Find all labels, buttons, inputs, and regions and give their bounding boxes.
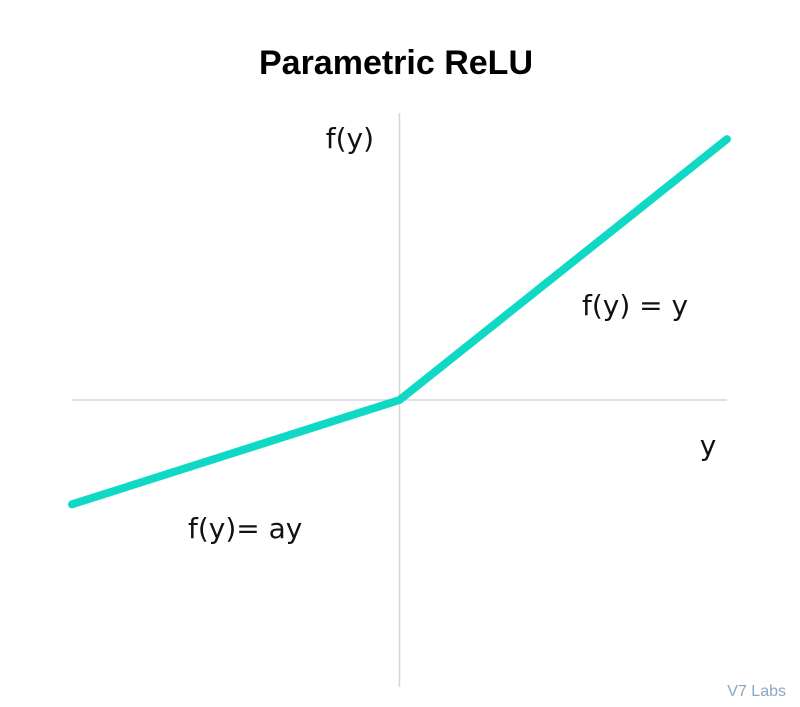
annotation-negative: f(y)= ay — [188, 512, 302, 545]
series-line — [68, 135, 731, 509]
annotation-positive: f(y) = y — [582, 289, 688, 322]
chart-title: Parametric ReLU — [259, 44, 533, 82]
y-axis-label: f(y) — [326, 122, 374, 155]
watermark: V7 Labs — [727, 683, 786, 700]
x-axis-label: y — [700, 429, 717, 462]
